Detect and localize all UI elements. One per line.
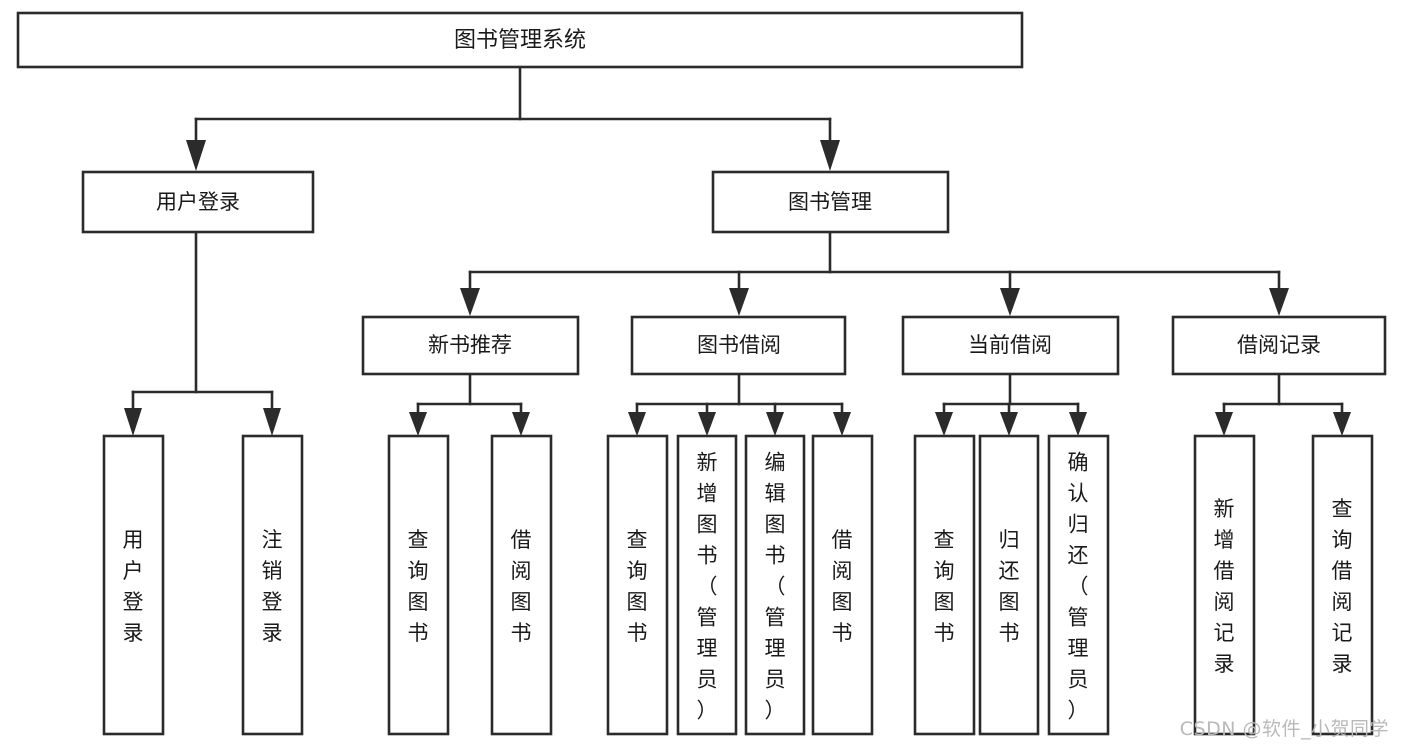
arrow-head-leaf-query-record (1333, 412, 1351, 436)
node-user-login-label: 用户登录 (156, 190, 240, 214)
arrow-head-book-borrow (729, 288, 749, 316)
node-leaf-user-login[interactable]: 用户登录 (102, 434, 165, 736)
arrow-head-book-manage (820, 140, 840, 171)
node-root[interactable]: 图书管理系统 (16, 11, 1024, 69)
node-leaf-query-record-label: 查询借阅记录 (1332, 497, 1353, 676)
node-user-login[interactable]: 用户登录 (81, 170, 315, 234)
node-book-manage[interactable]: 图书管理 (711, 170, 950, 234)
node-leaf-return-book-label: 归还图书 (999, 528, 1020, 645)
arrow-head-leaf-edit-book (766, 412, 784, 436)
arrow-head-user-login (186, 140, 206, 171)
node-leaf-query-book-3-box[interactable] (913, 434, 976, 736)
node-borrow-record[interactable]: 借阅记录 (1171, 315, 1387, 376)
node-leaf-return-book[interactable]: 归还图书 (978, 434, 1040, 736)
node-book-borrow[interactable]: 图书借阅 (630, 315, 847, 376)
watermark-text: CSDN @软件_小贺同学 (1179, 718, 1389, 740)
node-leaf-add-record-box[interactable] (1193, 434, 1256, 736)
node-current-borrow-box[interactable] (901, 315, 1120, 376)
node-leaf-query-book-3-label: 查询图书 (934, 528, 955, 645)
node-leaf-return-book-box[interactable] (978, 434, 1040, 736)
node-new-book-recommend-label: 新书推荐 (428, 333, 512, 357)
node-user-login-box[interactable] (81, 170, 315, 234)
connector-group-new-book-recommend (409, 372, 530, 436)
arrow-head-leaf-query-book-3 (935, 412, 953, 436)
node-leaf-query-book-1-box[interactable] (387, 434, 450, 736)
node-leaf-edit-book-label: 编辑图书（管理员） (765, 451, 786, 723)
arrow-head-leaf-return-book (1000, 412, 1018, 436)
connector-group-book-manage (460, 230, 1289, 316)
node-book-manage-box[interactable] (711, 170, 950, 234)
connector-group-borrow-record (1215, 372, 1351, 436)
node-leaf-confirm-return-label: 确认归还（管理员） (1068, 451, 1089, 723)
node-root-box[interactable] (16, 11, 1024, 69)
node-leaf-add-book-label: 新增图书（管理员） (697, 451, 718, 723)
arrow-head-borrow-record (1269, 288, 1289, 316)
node-leaf-query-book-3[interactable]: 查询图书 (913, 434, 976, 736)
node-leaf-confirm-return-box[interactable] (1047, 434, 1110, 736)
node-new-book-recommend-box[interactable] (361, 315, 580, 376)
node-root-label: 图书管理系统 (454, 28, 586, 53)
node-leaf-add-book-box[interactable] (676, 434, 738, 736)
node-borrow-record-box[interactable] (1171, 315, 1387, 376)
node-leaf-borrow-book-1-label: 借阅图书 (511, 528, 532, 645)
arrow-head-leaf-borrow-book-2 (833, 412, 851, 436)
arrow-head-new-book-recommend (460, 288, 480, 316)
node-leaf-query-book-2[interactable]: 查询图书 (606, 434, 669, 736)
node-leaf-query-record[interactable]: 查询借阅记录 (1311, 434, 1374, 736)
node-leaf-borrow-book-2-label: 借阅图书 (832, 528, 853, 645)
node-current-borrow-label: 当前借阅 (968, 333, 1052, 357)
node-leaf-edit-book-box[interactable] (744, 434, 806, 736)
node-leaf-logout-login[interactable]: 注销登录 (241, 434, 304, 736)
arrow-head-leaf-query-book-1 (409, 412, 427, 436)
arrow-head-leaf-add-record (1215, 412, 1233, 436)
node-leaf-add-record-label: 新增借阅记录 (1214, 497, 1235, 676)
node-leaf-logout-login-label: 注销登录 (262, 528, 283, 645)
node-leaf-borrow-book-2[interactable]: 借阅图书 (811, 434, 874, 736)
node-leaf-borrow-book-1[interactable]: 借阅图书 (490, 434, 553, 736)
node-new-book-recommend[interactable]: 新书推荐 (361, 315, 580, 376)
node-leaf-borrow-book-2-box[interactable] (811, 434, 874, 736)
node-borrow-record-label: 借阅记录 (1237, 333, 1321, 357)
arrow-head-leaf-confirm-return (1069, 412, 1087, 436)
node-book-manage-label: 图书管理 (788, 190, 872, 214)
node-leaf-query-record-box[interactable] (1311, 434, 1374, 736)
node-leaf-confirm-return[interactable]: 确认归还（管理员） (1047, 434, 1110, 736)
node-leaf-borrow-book-1-box[interactable] (490, 434, 553, 736)
node-leaf-add-record[interactable]: 新增借阅记录 (1193, 434, 1256, 736)
node-leaf-user-login-label: 用户登录 (123, 528, 144, 645)
arrow-head-leaf-user-login (124, 408, 142, 436)
node-book-borrow-box[interactable] (630, 315, 847, 376)
node-leaf-query-book-1[interactable]: 查询图书 (387, 434, 450, 736)
node-current-borrow[interactable]: 当前借阅 (901, 315, 1120, 376)
arrow-head-leaf-logout-login (263, 408, 281, 436)
node-leaf-add-book[interactable]: 新增图书（管理员） (676, 434, 738, 736)
arrow-head-leaf-query-book-2 (628, 412, 646, 436)
arrow-head-leaf-add-book (698, 412, 716, 436)
node-leaf-edit-book[interactable]: 编辑图书（管理员） (744, 434, 806, 736)
arrow-head-current-borrow (1000, 288, 1020, 316)
connector-group-book-borrow (628, 372, 851, 436)
connector-group-root (186, 65, 840, 171)
arrow-head-leaf-borrow-book-1 (512, 412, 530, 436)
node-leaf-query-book-1-label: 查询图书 (408, 528, 429, 645)
node-leaf-query-book-2-label: 查询图书 (627, 528, 648, 645)
connector-group-user-login (124, 230, 281, 436)
node-leaf-query-book-2-box[interactable] (606, 434, 669, 736)
node-leaf-logout-login-box[interactable] (241, 434, 304, 736)
node-book-borrow-label: 图书借阅 (697, 333, 781, 357)
node-leaf-user-login-box[interactable] (102, 434, 165, 736)
connector-group-current-borrow (935, 372, 1087, 436)
